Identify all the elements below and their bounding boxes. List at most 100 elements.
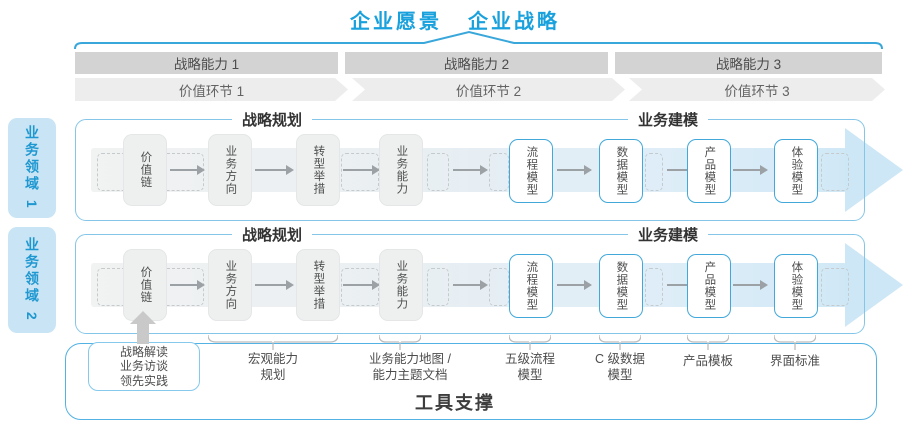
flow-box-process-model: 流程模型 (509, 254, 553, 318)
flow-box-label: 流程模型 (525, 261, 538, 311)
business-domain-tab-1: 业务领域 1 (8, 118, 56, 218)
tool-support-container (65, 343, 877, 420)
flow-box-label: 转型举措 (312, 145, 325, 195)
flow-box-experience-model: 体验模型 (774, 139, 818, 203)
note-capability-map: 业务能力地图 / 能力主题文档 (369, 352, 451, 383)
strategic-capability-label: 战略能力 3 (715, 57, 782, 72)
flow-row-domain-1: 价值链 业务方向 转型举措 业务能力 流程模型 数据模型 产品模型 体验模型 战… (75, 109, 903, 221)
flow-box-label: 体验模型 (790, 146, 803, 196)
flow-arrow (170, 280, 205, 290)
flow-box-value-chain: 价值链 (123, 134, 167, 206)
strategy-inputs-box: 战略解读 业务访谈 领先实践 (88, 342, 200, 391)
page-title: 企业愿景 企业战略 (0, 5, 910, 34)
up-arrow-shaft (137, 323, 149, 344)
flow-box-label: 业务能力 (395, 260, 408, 310)
flow-arrow (557, 280, 592, 290)
dashed-placeholder (645, 153, 663, 191)
flow-box-experience-model: 体验模型 (774, 254, 818, 318)
note-line: 业务能力地图 / (369, 352, 451, 366)
note-line: C 级数据 (594, 352, 646, 366)
flow-box-label: 业务能力 (395, 145, 408, 195)
title-vision: 企业愿景 (350, 11, 442, 33)
flow-box-product-model: 产品模型 (687, 254, 731, 318)
flow-box-product-model: 产品模型 (687, 139, 731, 203)
flow-arrow (343, 280, 380, 290)
flow-box-business-capability: 业务能力 (379, 249, 423, 321)
dashed-placeholder (645, 268, 663, 306)
brace-data-c-level (599, 334, 641, 350)
flow-arrow (255, 165, 294, 175)
flow-box-label: 业务方向 (224, 260, 237, 310)
flow-box-label: 体验模型 (790, 261, 803, 311)
note-line: 模型 (517, 367, 543, 382)
note-ui-standard: 界面标准 (769, 354, 821, 368)
brace-ui-standard (774, 334, 816, 350)
flow-box-transformation-initiatives: 转型举措 (296, 134, 340, 206)
flow-arrow (733, 165, 768, 175)
flow-box-transformation-initiatives: 转型举措 (296, 249, 340, 321)
value-link-label: 价值环节 1 (178, 83, 245, 99)
flow-box-label: 业务方向 (224, 145, 237, 195)
section-header-business-modeling: 业务建模 (627, 224, 709, 245)
brace-capability-map (379, 334, 421, 350)
strategic-capability-bar-2: 战略能力 2 (345, 52, 608, 74)
flow-box-label: 产品模型 (703, 146, 716, 196)
dashed-placeholder (427, 268, 449, 306)
inputs-line: 战略解读 (119, 344, 168, 359)
flow-box-label: 流程模型 (525, 146, 538, 196)
flow-arrow (733, 280, 768, 290)
note-line: 能力主题文档 (372, 367, 448, 382)
dashed-placeholder (489, 268, 509, 306)
dashed-placeholder (427, 153, 449, 191)
flow-arrow (453, 280, 488, 290)
value-link-chevron-2: 价值环节 2 (352, 78, 625, 101)
tool-support-label: 工具支撑 (415, 393, 495, 413)
value-link-label: 价值环节 2 (455, 83, 522, 99)
up-arrow-icon (130, 311, 156, 324)
note-product-template: 产品模板 (682, 354, 734, 368)
flow-arrow (453, 165, 488, 175)
flow-row-domain-2: 价值链 业务方向 转型举措 业务能力 流程模型 数据模型 产品模型 体验模型 战… (75, 224, 903, 334)
flow-box-data-model: 数据模型 (599, 139, 643, 203)
note-line: 宏观能力 (247, 352, 299, 366)
dashed-placeholder (821, 153, 849, 191)
business-domain-label: 业务领域 2 (24, 237, 40, 323)
note-line: 规划 (260, 367, 286, 382)
brace-product-template (687, 334, 729, 350)
value-link-label: 价值环节 3 (724, 83, 790, 99)
strategic-capability-bar-3: 战略能力 3 (615, 52, 882, 74)
flow-box-process-model: 流程模型 (509, 139, 553, 203)
flow-box-business-capability: 业务能力 (379, 134, 423, 206)
strategic-capability-bar-1: 战略能力 1 (75, 52, 338, 74)
note-line: 五级流程 (504, 352, 556, 366)
dashed-placeholder (489, 153, 509, 191)
flow-box-business-direction: 业务方向 (208, 134, 252, 206)
note-process-l5: 五级流程 模型 (505, 352, 555, 383)
band-arrowhead (845, 128, 903, 212)
section-header-business-modeling: 业务建模 (627, 109, 709, 130)
section-header-strategic-planning: 战略规划 (231, 109, 313, 130)
flow-arrow (343, 165, 380, 175)
title-strategy: 企业战略 (468, 11, 560, 33)
flow-box-label: 价值链 (139, 266, 152, 304)
note-line: 模型 (607, 367, 633, 382)
dashed-placeholder (821, 268, 849, 306)
flow-box-label: 数据模型 (615, 261, 628, 311)
flow-box-label: 数据模型 (615, 146, 628, 196)
strategic-capability-label: 战略能力 1 (173, 57, 240, 72)
inputs-line: 领先实践 (119, 373, 168, 388)
section-header-strategic-planning: 战略规划 (231, 224, 313, 245)
business-domain-label: 业务领域 1 (24, 125, 40, 211)
strategic-capability-label: 战略能力 2 (443, 57, 510, 72)
brace-macro-capability (208, 334, 338, 350)
value-link-chevron-1: 价值环节 1 (75, 78, 348, 101)
inputs-line: 业务访谈 (119, 359, 168, 374)
flow-box-label: 产品模型 (703, 261, 716, 311)
flow-arrow (170, 165, 205, 175)
flow-box-value-chain: 价值链 (123, 249, 167, 321)
value-link-chevron-3: 价值环节 3 (629, 78, 885, 101)
flow-box-business-direction: 业务方向 (208, 249, 252, 321)
flow-arrow (255, 280, 294, 290)
note-data-c-level: C 级数据 模型 (595, 352, 645, 383)
